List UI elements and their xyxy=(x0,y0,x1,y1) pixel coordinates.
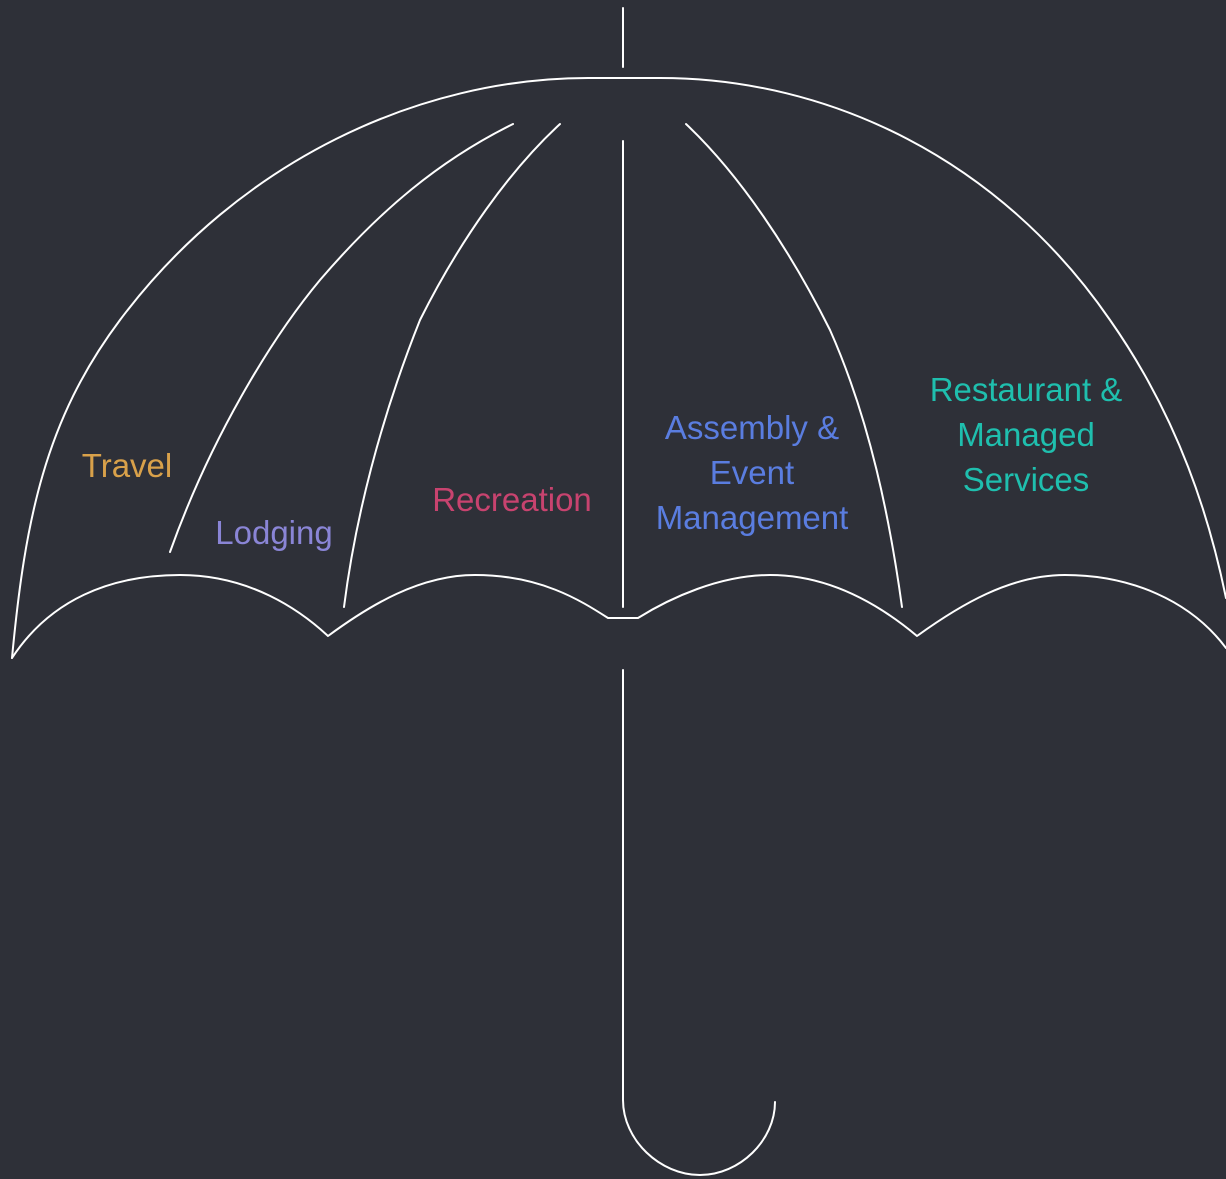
umbrella-rib-3 xyxy=(685,123,903,608)
umbrella-handle xyxy=(622,669,776,1176)
segment-label-restaurant-managed-services: Restaurant & Managed Services xyxy=(929,371,1123,498)
segment-label-assembly-event-management: Assembly & Event Management xyxy=(655,409,849,536)
umbrella-rib-1 xyxy=(169,123,514,553)
umbrella-canopy xyxy=(11,77,1226,659)
segment-label-travel: Travel xyxy=(81,447,173,484)
umbrella-scalloped-edge xyxy=(11,574,1226,659)
umbrella-rib-2 xyxy=(343,123,561,608)
segment-label-recreation: Recreation xyxy=(432,481,592,518)
segment-label-lodging: Lodging xyxy=(215,514,333,551)
